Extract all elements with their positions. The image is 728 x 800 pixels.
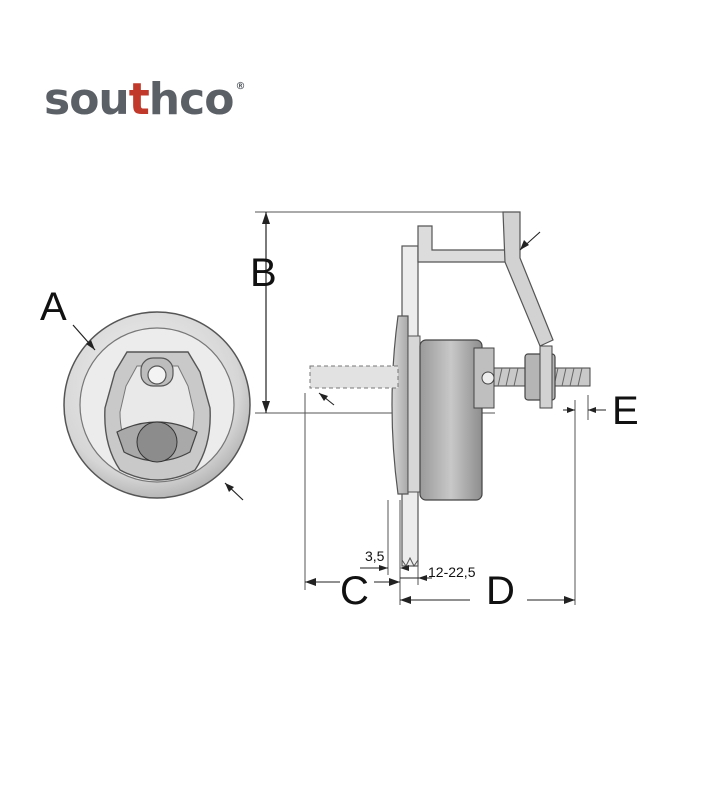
mounting-bracket <box>417 225 509 263</box>
dim-text-3-5: 3,5 <box>365 548 385 564</box>
cam-arm <box>502 211 554 347</box>
logo-text-part1: sou <box>44 74 130 125</box>
logo-text-part2: hco <box>148 74 235 125</box>
washer <box>539 345 553 409</box>
label-a: A <box>40 285 67 329</box>
housing-body <box>419 339 483 501</box>
registered-mark: ® <box>235 81 245 92</box>
label-b: B <box>250 251 277 295</box>
dim-text-12-22-5: 12-22,5 <box>428 564 476 580</box>
southco-logo: southco® <box>44 78 245 122</box>
spindle-pin <box>481 371 495 385</box>
pin-shaft <box>309 365 399 389</box>
logo-text-accent: t <box>128 74 150 125</box>
flange <box>391 315 409 495</box>
cam-spindle <box>136 421 178 463</box>
side-view <box>255 211 606 605</box>
front-view <box>63 311 251 501</box>
label-c: C <box>340 569 369 613</box>
pivot-pin <box>147 365 167 385</box>
label-d: D <box>486 569 515 613</box>
housing-ring <box>407 335 421 493</box>
label-e: E <box>612 389 639 433</box>
